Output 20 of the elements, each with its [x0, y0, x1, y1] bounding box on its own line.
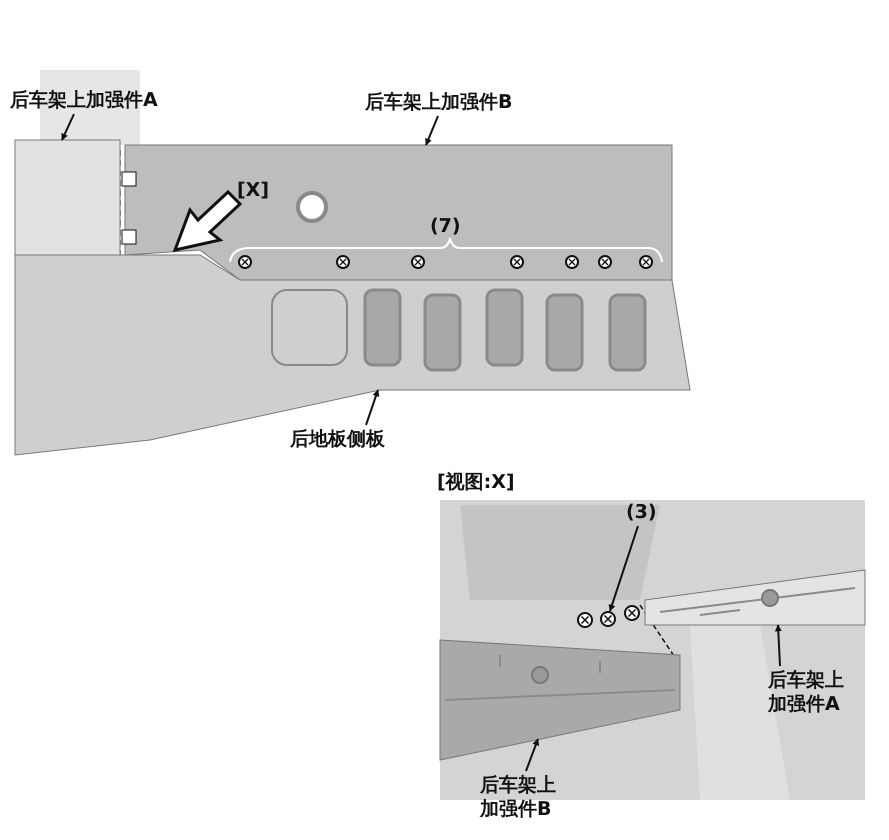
leader-arrow — [608, 526, 639, 612]
part-label: 后车架上加强件B — [365, 90, 512, 114]
part-label: (3) — [626, 500, 657, 524]
frame-reinforcement-drawing — [644, 569, 866, 626]
leader-arrow — [525, 738, 540, 772]
leader-arrow — [425, 116, 439, 146]
leader-arrow — [774, 624, 782, 666]
leader-arrow — [365, 389, 380, 426]
part-label: 后车架上加强件A — [768, 668, 850, 716]
view-title: [视图:X] — [437, 470, 515, 494]
frame-reinforcement-drawing — [440, 639, 680, 761]
part-label: 后地板侧板 — [290, 427, 385, 451]
bolt-group — [577, 605, 640, 628]
part-label: 后车架上加强件B — [480, 773, 562, 821]
frame-reinforcement-part — [14, 140, 120, 256]
view-label: [X] — [237, 178, 270, 202]
callout-number: (7) — [430, 214, 461, 238]
frame-reinforcement-part — [124, 144, 672, 280]
leader-arrow — [61, 114, 75, 141]
part-label: 后车架上加强件A — [10, 88, 158, 112]
